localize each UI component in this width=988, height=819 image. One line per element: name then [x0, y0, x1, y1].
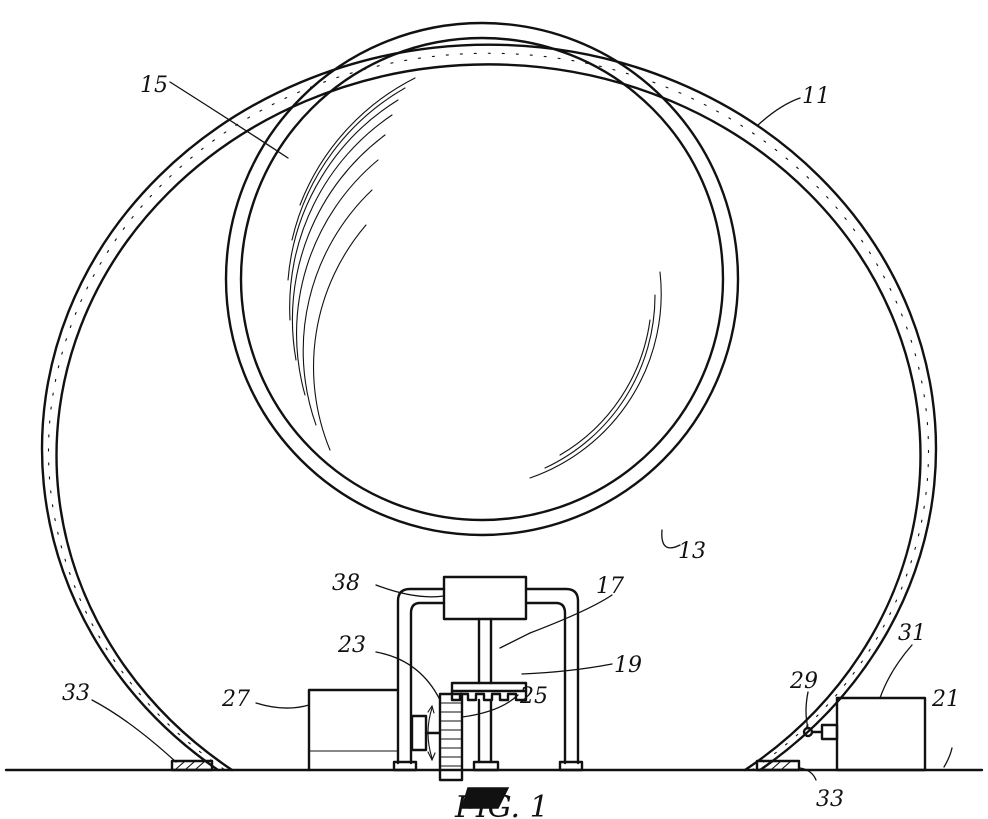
label-17: 17: [596, 574, 624, 599]
label-23: 23: [337, 633, 366, 658]
label-33-left: 33: [62, 681, 90, 706]
figure-caption-text: FIG. 1: [454, 790, 549, 819]
label-31: 31: [898, 621, 926, 646]
shell-foot-left: [170, 759, 214, 772]
label-19: 19: [614, 653, 642, 678]
drive-shaft: [477, 617, 493, 764]
label-11: 11: [802, 84, 830, 109]
shell-foot-right: [755, 759, 801, 772]
label-33-right: 33: [816, 787, 844, 812]
label-27: 27: [221, 687, 250, 712]
outer-shell: [40, 43, 938, 772]
reference-labels: 11 13 15 17 19 21 23 25 27 29 31 33 33 3…: [62, 73, 960, 812]
motor-box: [307, 688, 399, 772]
inner-sphere: [224, 21, 740, 537]
support-frame: [392, 575, 584, 772]
label-13: 13: [678, 539, 706, 564]
label-38: 38: [332, 571, 360, 596]
leader-lines: [91, 81, 953, 781]
pinion-gear: [410, 692, 464, 782]
label-15: 15: [140, 73, 168, 98]
label-21: 21: [931, 687, 960, 712]
figure-caption: FIG. 1: [454, 787, 549, 819]
device-box: [802, 696, 927, 772]
label-25: 25: [519, 684, 548, 709]
label-29: 29: [789, 669, 818, 694]
